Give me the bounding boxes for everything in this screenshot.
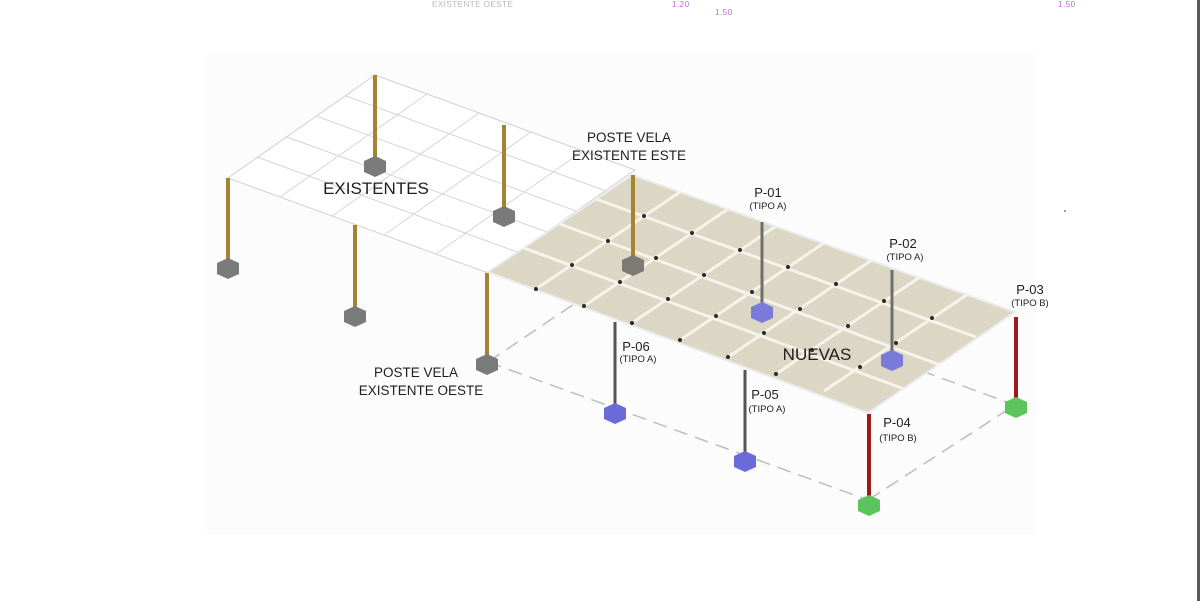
pillar-P-05 bbox=[734, 370, 756, 472]
pillar-P-04 bbox=[858, 414, 880, 516]
pillar-type-P-02: (TIPO A) bbox=[887, 252, 924, 263]
pillar-P-01 bbox=[751, 222, 773, 323]
zone-label-new: NUEVAS bbox=[783, 345, 852, 364]
east-pole-label-line1: POSTE VELA bbox=[587, 130, 671, 145]
top-fragment-center-dim-sub: 1.50 bbox=[715, 8, 733, 17]
pillar-label-P-03: P-03 bbox=[1016, 282, 1043, 297]
west-pole-label-line1: POSTE VELA bbox=[374, 365, 458, 380]
zone-label-existing: EXISTENTES bbox=[323, 179, 429, 198]
pillar-type-P-01: (TIPO A) bbox=[750, 201, 787, 212]
pillar-label-P-04: P-04 bbox=[883, 415, 910, 430]
existing-posts bbox=[217, 75, 515, 375]
pillar-P-02 bbox=[881, 270, 903, 371]
top-fragment-center-dim: 1.20 bbox=[672, 0, 690, 9]
pillar-P-06 bbox=[604, 322, 626, 424]
pillar-type-P-05: (TIPO A) bbox=[749, 404, 786, 415]
pillar-label-P-05: P-05 bbox=[751, 387, 778, 402]
pillar-type-P-06: (TIPO A) bbox=[620, 354, 657, 365]
pillar-type-P-03: (TIPO B) bbox=[1011, 298, 1048, 309]
stray-mark bbox=[1064, 210, 1066, 212]
pillar-label-P-01: P-01 bbox=[754, 185, 781, 200]
window-edge bbox=[1197, 0, 1200, 601]
pillar-label-P-06: P-06 bbox=[622, 339, 649, 354]
west-pole-label-line2: EXISTENTE OESTE bbox=[359, 383, 484, 398]
east-existing-pole bbox=[622, 175, 644, 276]
east-pole-label-line2: EXISTENTE ESTE bbox=[572, 148, 686, 163]
top-fragment-right-dim: 1.50 bbox=[1058, 0, 1076, 9]
pillar-type-P-04: (TIPO B) bbox=[879, 433, 916, 444]
top-fragment-left: EXISTENTE OESTE bbox=[432, 0, 514, 9]
pillar-P-03 bbox=[1005, 317, 1027, 418]
new-canopy bbox=[485, 173, 1018, 415]
pillar-label-P-02: P-02 bbox=[889, 236, 916, 251]
